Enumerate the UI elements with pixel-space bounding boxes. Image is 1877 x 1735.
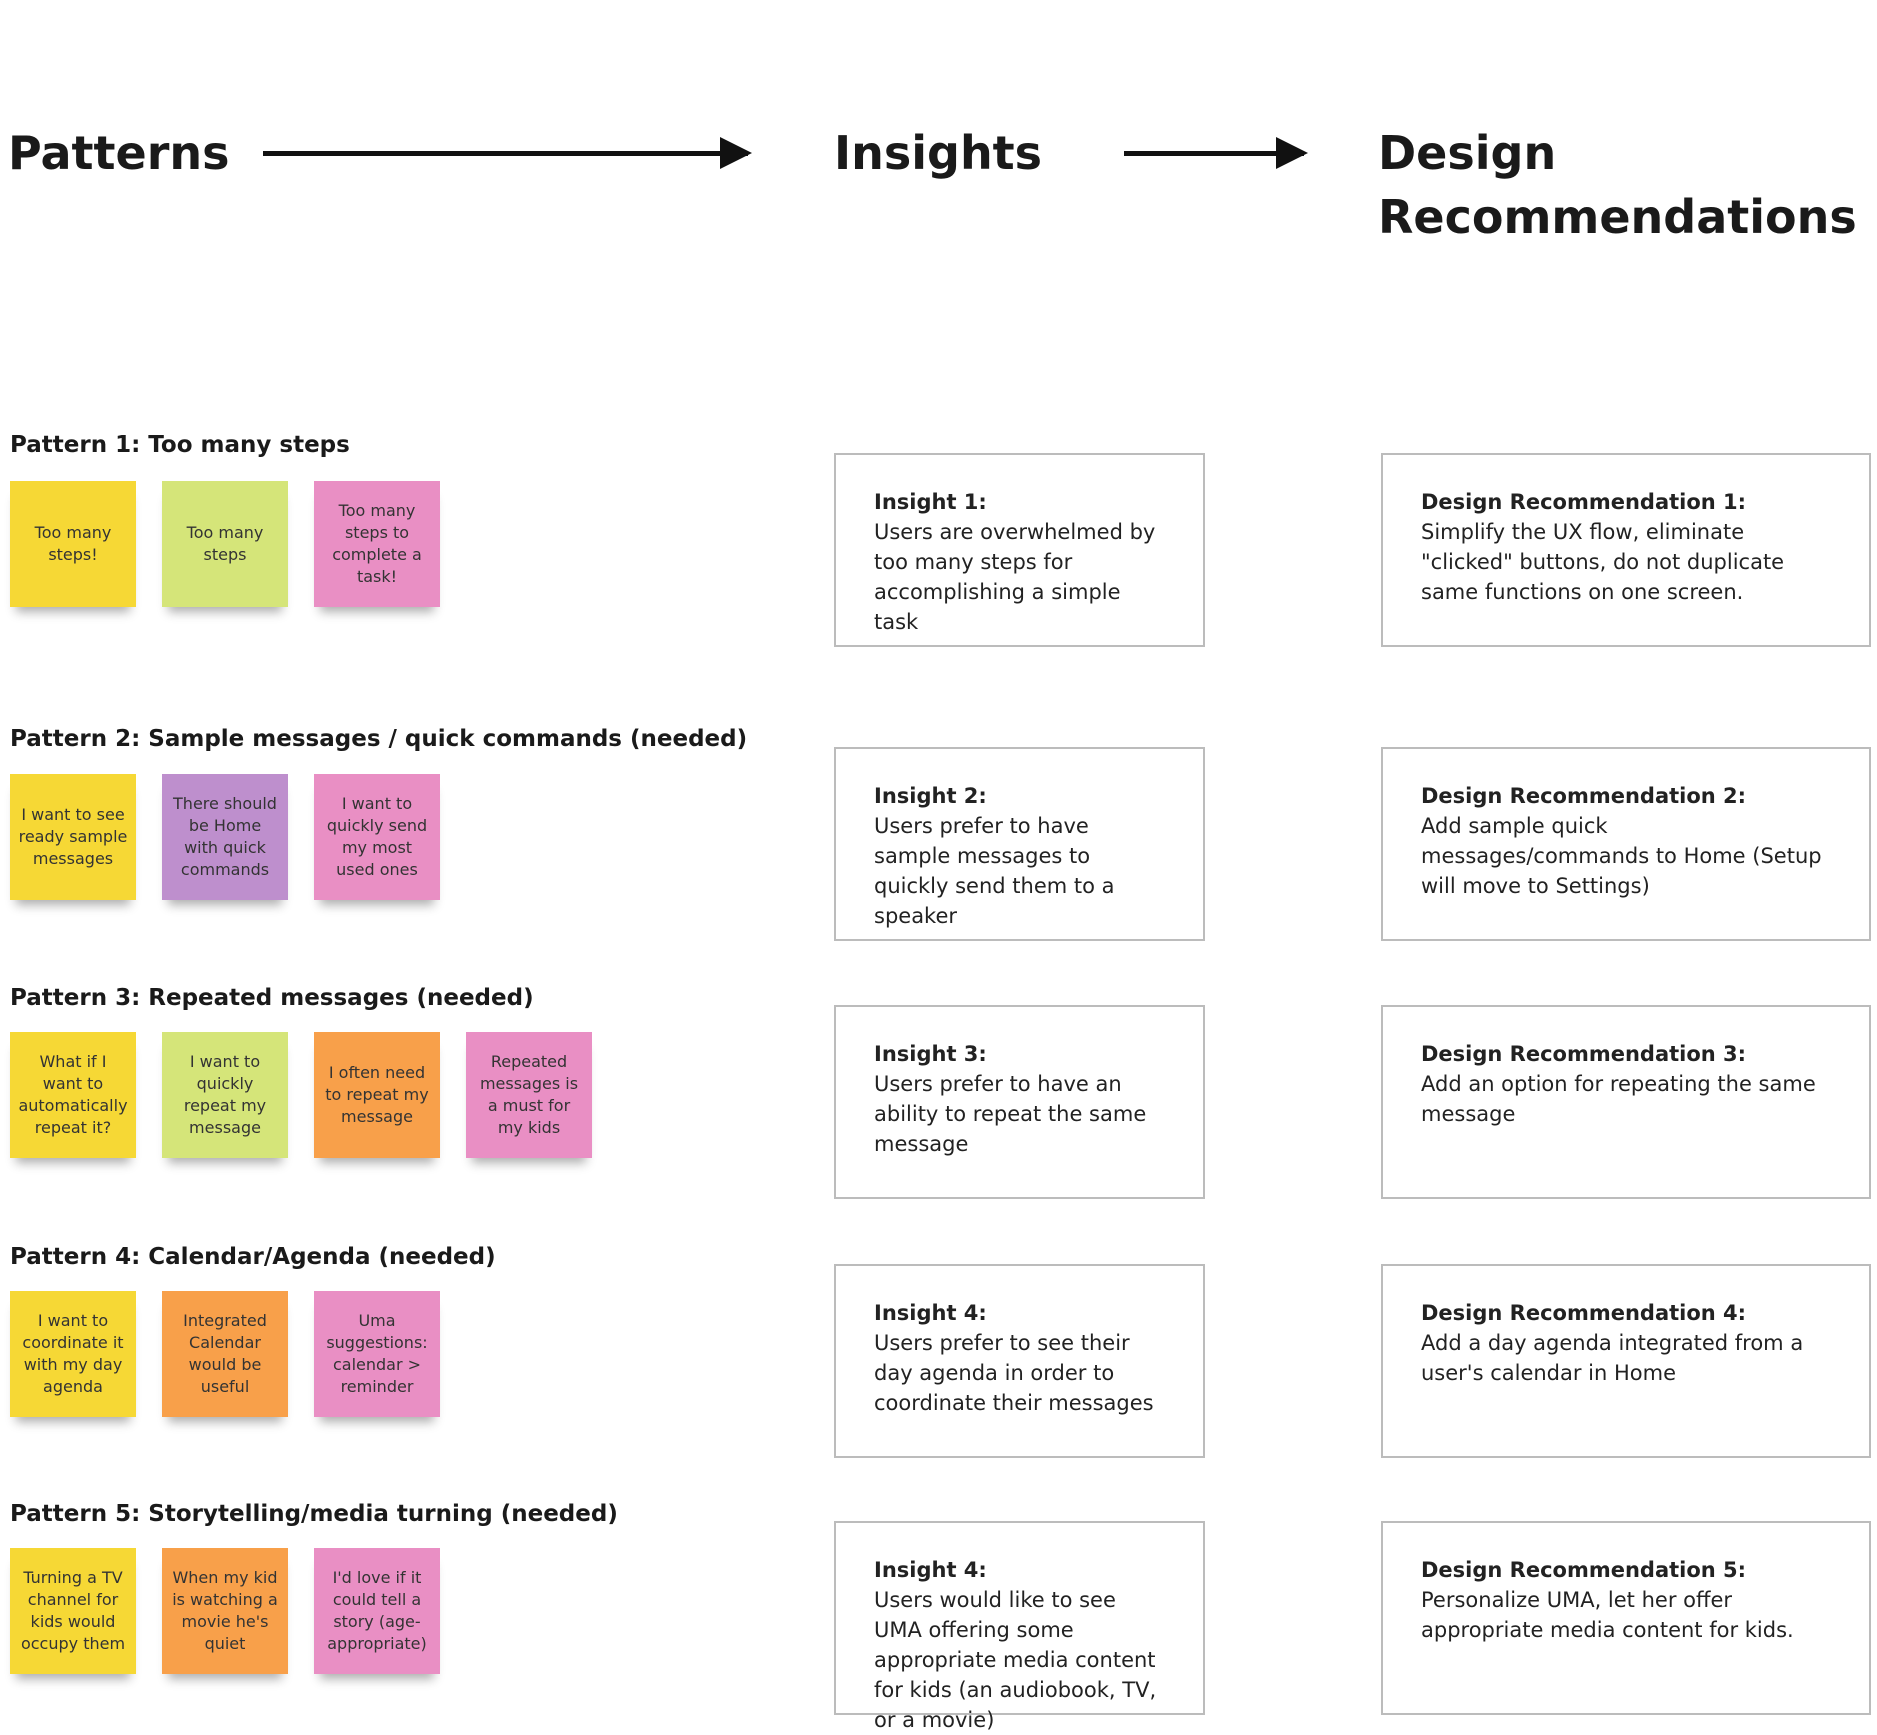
sticky-notes: Too many steps! Too many steps Too many … — [10, 481, 466, 607]
recommendations-header-line1: Design — [1378, 126, 1557, 180]
sticky-note[interactable]: Turning a TV channel for kids would occu… — [10, 1548, 136, 1674]
recommendation-body: Add sample quick messages/commands to Ho… — [1421, 814, 1822, 898]
sticky-note[interactable]: Integrated Calendar would be useful — [162, 1291, 288, 1417]
recommendation-card: Design Recommendation 5: Personalize UMA… — [1381, 1521, 1871, 1715]
sticky-notes: What if I want to automatically repeat i… — [10, 1032, 618, 1158]
sticky-note[interactable]: Repeated messages is a must for my kids — [466, 1032, 592, 1158]
pattern-title: Pattern 3: Repeated messages (needed) — [10, 985, 534, 1011]
recommendation-body: Simplify the UX flow, eliminate "clicked… — [1421, 520, 1785, 604]
insight-body: Users prefer to have sample messages to … — [874, 814, 1115, 928]
sticky-note[interactable]: Too many steps! — [10, 481, 136, 607]
insight-card: Insight 1: Users are overwhelmed by too … — [834, 453, 1205, 647]
recommendations-header: Design Recommendations — [1378, 121, 1857, 249]
recommendations-header-line2: Recommendations — [1378, 190, 1857, 244]
recommendation-body: Personalize UMA, let her offer appropria… — [1421, 1588, 1794, 1642]
insight-body: Users would like to see UMA offering som… — [874, 1588, 1157, 1732]
sticky-note[interactable]: I want to quickly send my most used ones — [314, 774, 440, 900]
recommendation-body: Add an option for repeating the same mes… — [1421, 1072, 1816, 1126]
sticky-note[interactable]: I want to quickly repeat my message — [162, 1032, 288, 1158]
recommendation-body: Add a day agenda integrated from a user'… — [1421, 1331, 1804, 1385]
recommendation-card: Design Recommendation 4: Add a day agend… — [1381, 1264, 1871, 1458]
insight-title: Insight 2: — [874, 784, 987, 808]
insight-card: Insight 2: Users prefer to have sample m… — [834, 747, 1205, 941]
insight-card: Insight 4: Users would like to see UMA o… — [834, 1521, 1205, 1732]
sticky-note[interactable]: Uma suggestions: calendar > reminder — [314, 1291, 440, 1417]
sticky-notes: I want to coordinate it with my day agen… — [10, 1291, 466, 1417]
insight-title: Insight 3: — [874, 1042, 987, 1066]
insight-body: Users prefer to have an ability to repea… — [874, 1072, 1147, 1156]
sticky-note[interactable]: I'd love if it could tell a story (age-a… — [314, 1548, 440, 1674]
recommendation-title: Design Recommendation 5: — [1421, 1558, 1747, 1582]
recommendation-title: Design Recommendation 4: — [1421, 1301, 1747, 1325]
sticky-note[interactable]: There should be Home with quick commands — [162, 774, 288, 900]
insight-card: Insight 3: Users prefer to have an abili… — [834, 1005, 1205, 1199]
sticky-note[interactable]: When my kid is watching a movie he's qui… — [162, 1548, 288, 1674]
insight-title: Insight 4: — [874, 1301, 987, 1325]
arrow-right-icon — [1124, 137, 1308, 169]
recommendation-card: Design Recommendation 2: Add sample quic… — [1381, 747, 1871, 941]
sticky-notes: I want to see ready sample messages Ther… — [10, 774, 466, 900]
sticky-note[interactable]: I want to see ready sample messages — [10, 774, 136, 900]
insight-card: Insight 4: Users prefer to see their day… — [834, 1264, 1205, 1458]
recommendation-title: Design Recommendation 2: — [1421, 784, 1747, 808]
pattern-title: Pattern 4: Calendar/Agenda (needed) — [10, 1244, 496, 1270]
recommendation-card: Design Recommendation 3: Add an option f… — [1381, 1005, 1871, 1199]
sticky-note[interactable]: I want to coordinate it with my day agen… — [10, 1291, 136, 1417]
pattern-title: Pattern 5: Storytelling/media turning (n… — [10, 1501, 618, 1527]
insight-title: Insight 4: — [874, 1558, 987, 1582]
insights-header: Insights — [834, 126, 1043, 180]
sticky-note[interactable]: Too many steps — [162, 481, 288, 607]
recommendation-title: Design Recommendation 1: — [1421, 490, 1747, 514]
arrow-right-icon — [263, 137, 752, 169]
pattern-title: Pattern 1: Too many steps — [10, 432, 350, 458]
insight-title: Insight 1: — [874, 490, 987, 514]
sticky-notes: Turning a TV channel for kids would occu… — [10, 1548, 466, 1674]
patterns-header: Patterns — [8, 126, 230, 180]
sticky-note[interactable]: What if I want to automatically repeat i… — [10, 1032, 136, 1158]
pattern-title: Pattern 2: Sample messages / quick comma… — [10, 726, 748, 752]
sticky-note[interactable]: Too many steps to complete a task! — [314, 481, 440, 607]
insight-body: Users prefer to see their day agenda in … — [874, 1331, 1154, 1415]
recommendation-title: Design Recommendation 3: — [1421, 1042, 1747, 1066]
recommendation-card: Design Recommendation 1: Simplify the UX… — [1381, 453, 1871, 647]
insight-body: Users are overwhelmed by too many steps … — [874, 520, 1156, 634]
sticky-note[interactable]: I often need to repeat my message — [314, 1032, 440, 1158]
